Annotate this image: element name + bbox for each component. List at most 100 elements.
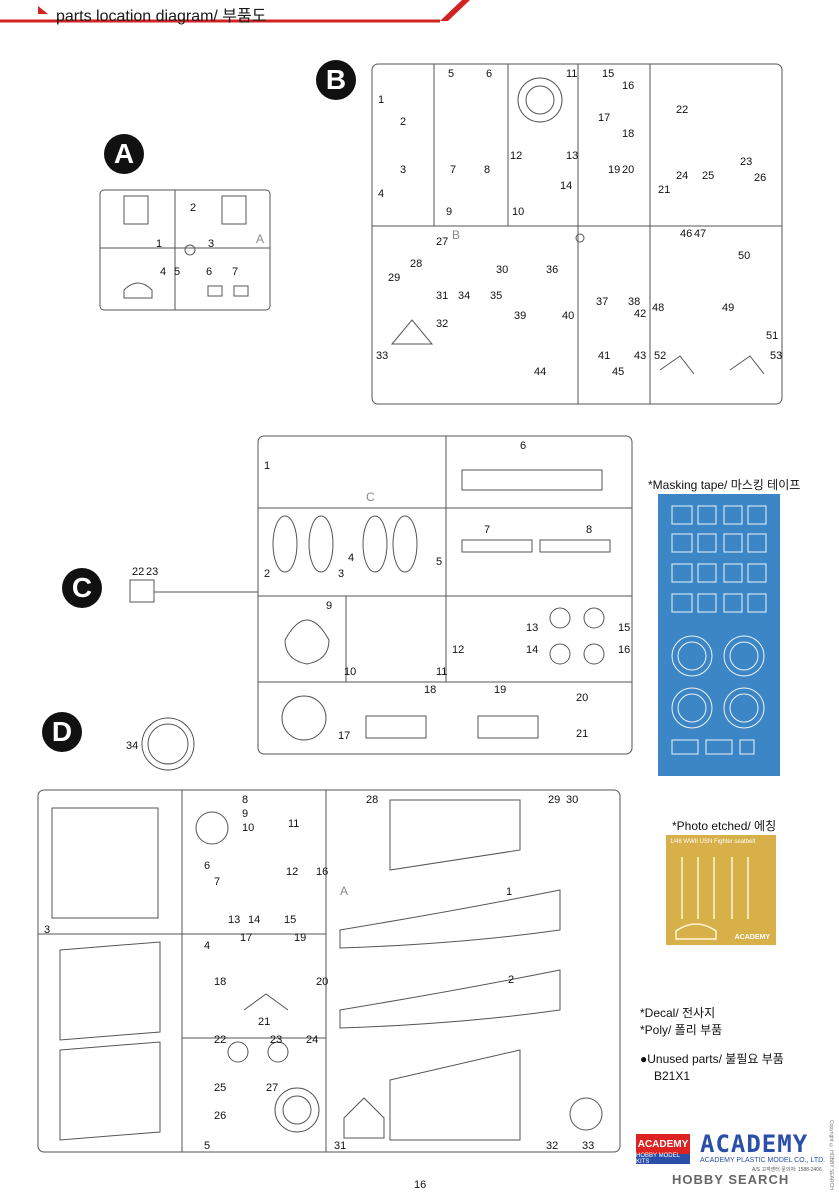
- part-number: 6: [486, 68, 493, 80]
- part-number: 41: [598, 350, 611, 362]
- part-number: 42: [634, 308, 647, 320]
- part-number: 16: [316, 866, 329, 878]
- part-number: 48: [652, 302, 665, 314]
- part-number: 5: [204, 1140, 211, 1152]
- part-number: 39: [514, 310, 527, 322]
- part-number: 30: [566, 794, 579, 806]
- watermark-text: HOBBY SEARCH: [672, 1172, 790, 1187]
- sprue-e-frame: [37, 789, 621, 1153]
- part-number: 4: [204, 940, 211, 952]
- part-number: 33: [376, 350, 389, 362]
- etched-plate-title: 1/48 WWII USN Fighter seatbelt: [670, 839, 756, 845]
- part-number: 24: [306, 1034, 319, 1046]
- part-number: 19: [608, 164, 621, 176]
- part-number: 21: [658, 184, 671, 196]
- part-number: 29: [548, 794, 561, 806]
- part-number: 10: [242, 822, 255, 834]
- part-number: 23: [146, 566, 159, 578]
- part-number: 1: [156, 238, 163, 250]
- part-number: 14: [248, 914, 261, 926]
- sprue-a-cast-letter: A: [256, 232, 265, 246]
- part-number: 7: [484, 524, 491, 536]
- part-number: 29: [388, 272, 401, 284]
- part-d-drawing: [141, 717, 195, 771]
- part-number: 13: [228, 914, 241, 926]
- part-number: 11: [436, 666, 448, 678]
- part-number: 26: [214, 1110, 227, 1122]
- photo-etched-plate: 1/48 WWII USN Fighter seatbelt ACADEMY: [666, 835, 776, 945]
- part-number: 18: [424, 684, 437, 696]
- part-number: 22: [214, 1034, 227, 1046]
- part-number: 19: [294, 932, 307, 944]
- unused-parts-value: B21X1: [654, 1069, 691, 1083]
- part-number: 14: [560, 180, 573, 192]
- part-number: 9: [446, 206, 453, 218]
- sprue-b-frame: [371, 63, 783, 405]
- etched-plate-mark: ACADEMY: [734, 934, 770, 941]
- part-number: 15: [602, 68, 615, 80]
- part-number: 6: [206, 266, 213, 278]
- part-number: 4: [378, 188, 385, 200]
- part-number: 47: [694, 228, 707, 240]
- part-number: 49: [722, 302, 735, 314]
- brand-name: ACADEMY: [700, 1130, 809, 1158]
- sprue-a-badge: A: [104, 134, 144, 174]
- part-number: 3: [44, 924, 51, 936]
- part-number: 11: [288, 818, 300, 830]
- part-number: 21: [258, 1016, 271, 1028]
- notes-block: *Decal/ 전사지 *Poly/ 폴리 부품 ●Unused parts/ …: [640, 1005, 784, 1085]
- part-number: 34: [458, 290, 471, 302]
- photo-etched-label: *Photo etched/ 에칭: [672, 819, 777, 833]
- part-number: 52: [654, 350, 667, 362]
- part-number: 10: [344, 666, 357, 678]
- part-number: 46: [680, 228, 693, 240]
- part-number: 2: [190, 202, 197, 214]
- part-number: 53: [770, 350, 783, 362]
- part-number: 50: [738, 250, 751, 262]
- sprue-c-frame: [129, 435, 633, 755]
- part-number: 3: [208, 238, 215, 250]
- sprue-e-cast-letter: A: [340, 884, 349, 898]
- part-number: 6: [204, 860, 211, 872]
- part-number: 25: [214, 1082, 227, 1094]
- part-number: 20: [576, 692, 589, 704]
- part-number: 25: [702, 170, 715, 182]
- part-number: 13: [526, 622, 539, 634]
- brand-company: ACADEMY PLASTIC MODEL CO., LTD.: [700, 1157, 826, 1164]
- part-number: 33: [582, 1140, 595, 1152]
- part-number: 22: [132, 566, 145, 578]
- decal-note: *Decal/ 전사지: [640, 1006, 716, 1020]
- part-number: 19: [494, 684, 507, 696]
- part-number: 8: [586, 524, 593, 536]
- etched-belts: [675, 857, 749, 940]
- part-number: 40: [562, 310, 575, 322]
- part-number: 7: [232, 266, 239, 278]
- part-number: 28: [366, 794, 379, 806]
- part-number: 17: [598, 112, 611, 124]
- part-number: 32: [436, 318, 449, 330]
- part-number: 8: [242, 794, 249, 806]
- part-number: 14: [526, 644, 539, 656]
- logo-bottom-text: HOBBY MODEL KITS: [636, 1153, 690, 1165]
- part-number: 8: [484, 164, 491, 176]
- brand-contact: A/S 고객센터 문의처: 1588-2406: [752, 1167, 822, 1173]
- part-number: 45: [612, 366, 625, 378]
- page-title: parts location diagram/ 부품도: [56, 8, 267, 25]
- part-number: 5: [448, 68, 455, 80]
- part-number: 20: [622, 164, 635, 176]
- part-number: 10: [512, 206, 525, 218]
- part-number: 17: [240, 932, 253, 944]
- part-number: 5: [174, 266, 181, 278]
- page-header: parts location diagram/ 부품도: [0, 0, 839, 26]
- part-number: 9: [242, 808, 249, 820]
- part-number: 7: [214, 876, 221, 888]
- part-number: 31: [334, 1140, 347, 1152]
- part-number: 1: [378, 94, 385, 106]
- part-number: 20: [316, 976, 329, 988]
- masking-tape-sheet: [658, 494, 780, 776]
- part-number: 1: [264, 460, 271, 472]
- part-number: 15: [284, 914, 297, 926]
- part-number: 35: [490, 290, 503, 302]
- sprue-a-frame: [99, 189, 271, 311]
